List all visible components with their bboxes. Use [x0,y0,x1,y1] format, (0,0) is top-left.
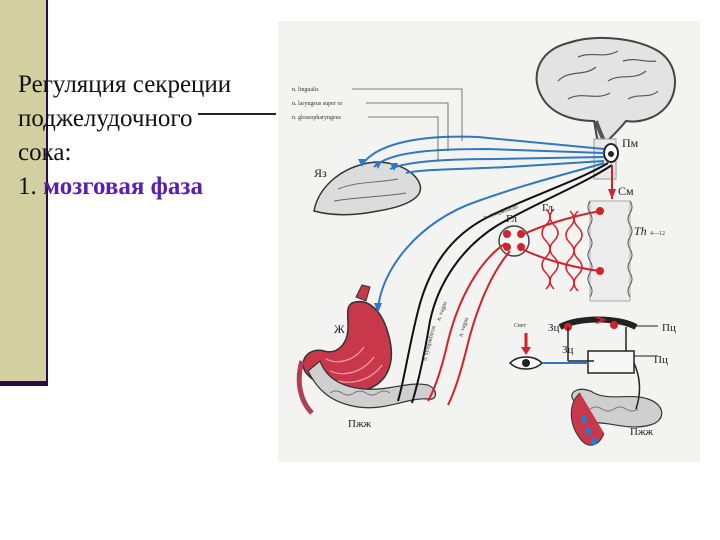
list-item-number: 1. [18,173,37,200]
label-thoracic-range: 4—12 [650,231,665,237]
label-n-vagus-1: n. vagus [458,316,470,338]
cortex-centers [542,316,658,410]
vagus-nerves [397,162,613,404]
nerve-leader-lines [352,88,463,161]
sympathetic-chain [541,208,583,292]
neural-regulation-diagram: n. lingualis n. laryngeus super or n. gl… [292,37,677,446]
nerve-label-lingualis: n. lingualis [292,87,319,93]
slide-title: Регуляция секреции поджелудочного сока: … [18,68,278,204]
label-light: Свет [514,323,526,329]
label-visual-center: Зц [548,322,560,334]
spinal-cord [587,138,633,302]
afferent-nerves [361,135,605,312]
label-spinal-cord: См [618,184,634,198]
pancreas-left [296,359,437,415]
label-subcortex-center: Пц [654,354,668,366]
eye-icon [508,356,544,370]
light-arrowhead [521,347,531,355]
label-pancreas-right: Пжж [630,426,654,438]
efferent-nerves [427,165,613,406]
nerve-label-laryngeus: n. laryngeus super or [292,101,342,107]
label-n-vagus-2: n. vagus [436,300,449,321]
sidebar-divider [46,0,48,386]
title-underline [198,113,276,115]
efferent-markers [596,189,616,275]
label-medulla: Пм [622,136,639,150]
label-stomach: Ж [334,322,345,336]
tongue-illustration [313,161,422,216]
label-ganglion: Гл [506,213,518,225]
diagram-figure: n. lingualis n. laryngeus super or n. gl… [278,21,700,462]
label-n-sympathicus-2: n. sympathicus [422,325,437,362]
list-item-text: мозговая фаза [43,173,203,200]
brain-illustration [535,37,677,150]
nerve-label-glossopharyngeus: n. glossopharyngeus [292,115,342,121]
title-line-2: поджелудочного [18,105,193,132]
label-cortex-center: Пц [662,322,676,334]
title-line-3: сока: [18,139,72,166]
label-thoracic: Th [634,224,647,238]
stomach-illustration [302,284,393,393]
title-line-1: Регуляция секреции [18,71,232,98]
label-visual-center-2: Зц [562,344,574,356]
ganglion [498,225,530,257]
label-ganglion-top: Гл [542,202,554,214]
afferent-arrowheads [358,159,398,313]
label-pancreas-left: Пжж [348,418,372,430]
label-tongue: Яз [314,166,327,180]
slide-sidebar-bar [0,0,46,385]
sidebar-bottom-edge [0,381,48,386]
list-item-1: 1. мозговая фаза [18,170,278,204]
